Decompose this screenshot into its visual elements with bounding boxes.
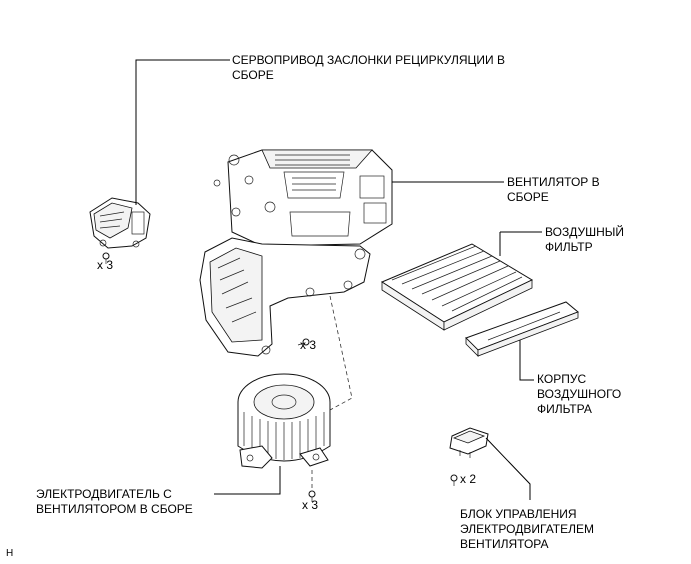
qty-housing-screws: x 3 <box>300 338 317 352</box>
label-motor-assy: ЭЛЕКТРОДВИГАТЕЛЬ С ВЕНТИЛЯТОРОМ В СБОРЕ <box>36 487 193 517</box>
leader-motor-assy <box>214 466 281 495</box>
label-air-filter: ВОЗДУШНЫЙ ФИЛЬТР <box>545 225 624 255</box>
servo-screw <box>102 252 110 264</box>
label-filter-case: КОРПУС ВОЗДУШНОГО ФИЛЬТРА <box>537 372 621 417</box>
label-air-filter-line-2: ФИЛЬТР <box>545 240 593 254</box>
filter-case-part <box>465 301 579 357</box>
qty-motor-screws: x 3 <box>302 498 319 512</box>
motor-screw <box>308 490 316 502</box>
control-unit-part <box>449 427 489 458</box>
control-screw <box>450 474 458 486</box>
qty-servo-screws: x 3 <box>97 258 114 272</box>
blower-motor-part <box>237 373 331 469</box>
corner-mark: H <box>6 548 14 559</box>
label-control-unit-line-2: ЭЛЕКТРОДВИГАТЕЛЕМ <box>460 522 594 536</box>
label-recirc-servo-line-2: СБОРЕ <box>232 68 274 82</box>
label-filter-case-line-3: ФИЛЬТРА <box>537 402 592 416</box>
qty-control-screws: x 2 <box>460 472 477 486</box>
label-recirc-servo-line-1: СЕРВОПРИВОД ЗАСЛОНКИ РЕЦИРКУЛЯЦИИ В <box>232 53 505 67</box>
air-filter-part <box>380 243 534 331</box>
leader-control-unit <box>485 437 531 500</box>
blower-housing-part <box>199 149 393 357</box>
motor-alignment-line <box>329 295 353 411</box>
label-blower-assy-line-1: ВЕНТИЛЯТОР В <box>507 175 600 189</box>
label-control-unit-line-3: ВЕНТИЛЯТОРА <box>460 537 549 551</box>
recirc-servo-part <box>89 197 151 249</box>
label-recirc-servo: СЕРВОПРИВОД ЗАСЛОНКИ РЕЦИРКУЛЯЦИИ В СБОР… <box>232 53 505 83</box>
label-motor-assy-line-2: ВЕНТИЛЯТОРОМ В СБОРЕ <box>36 502 193 516</box>
label-motor-assy-line-1: ЭЛЕКТРОДВИГАТЕЛЬ С <box>36 487 172 501</box>
leader-air-filter <box>499 231 542 256</box>
leader-recirc-servo <box>135 59 230 205</box>
housing-screw <box>297 338 310 346</box>
label-filter-case-line-2: ВОЗДУШНОГО <box>537 387 622 401</box>
label-filter-case-line-1: КОРПУС <box>537 372 587 386</box>
label-control-unit: БЛОК УПРАВЛЕНИЯ ЭЛЕКТРОДВИГАТЕЛЕМ ВЕНТИЛ… <box>460 507 594 552</box>
label-air-filter-line-1: ВОЗДУШНЫЙ <box>545 225 624 239</box>
label-control-unit-line-1: БЛОК УПРАВЛЕНИЯ <box>460 507 577 521</box>
label-blower-assy: ВЕНТИЛЯТОР В СБОРЕ <box>507 175 600 205</box>
label-blower-assy-line-2: СБОРЕ <box>507 190 549 204</box>
leader-filter-case <box>519 340 534 381</box>
